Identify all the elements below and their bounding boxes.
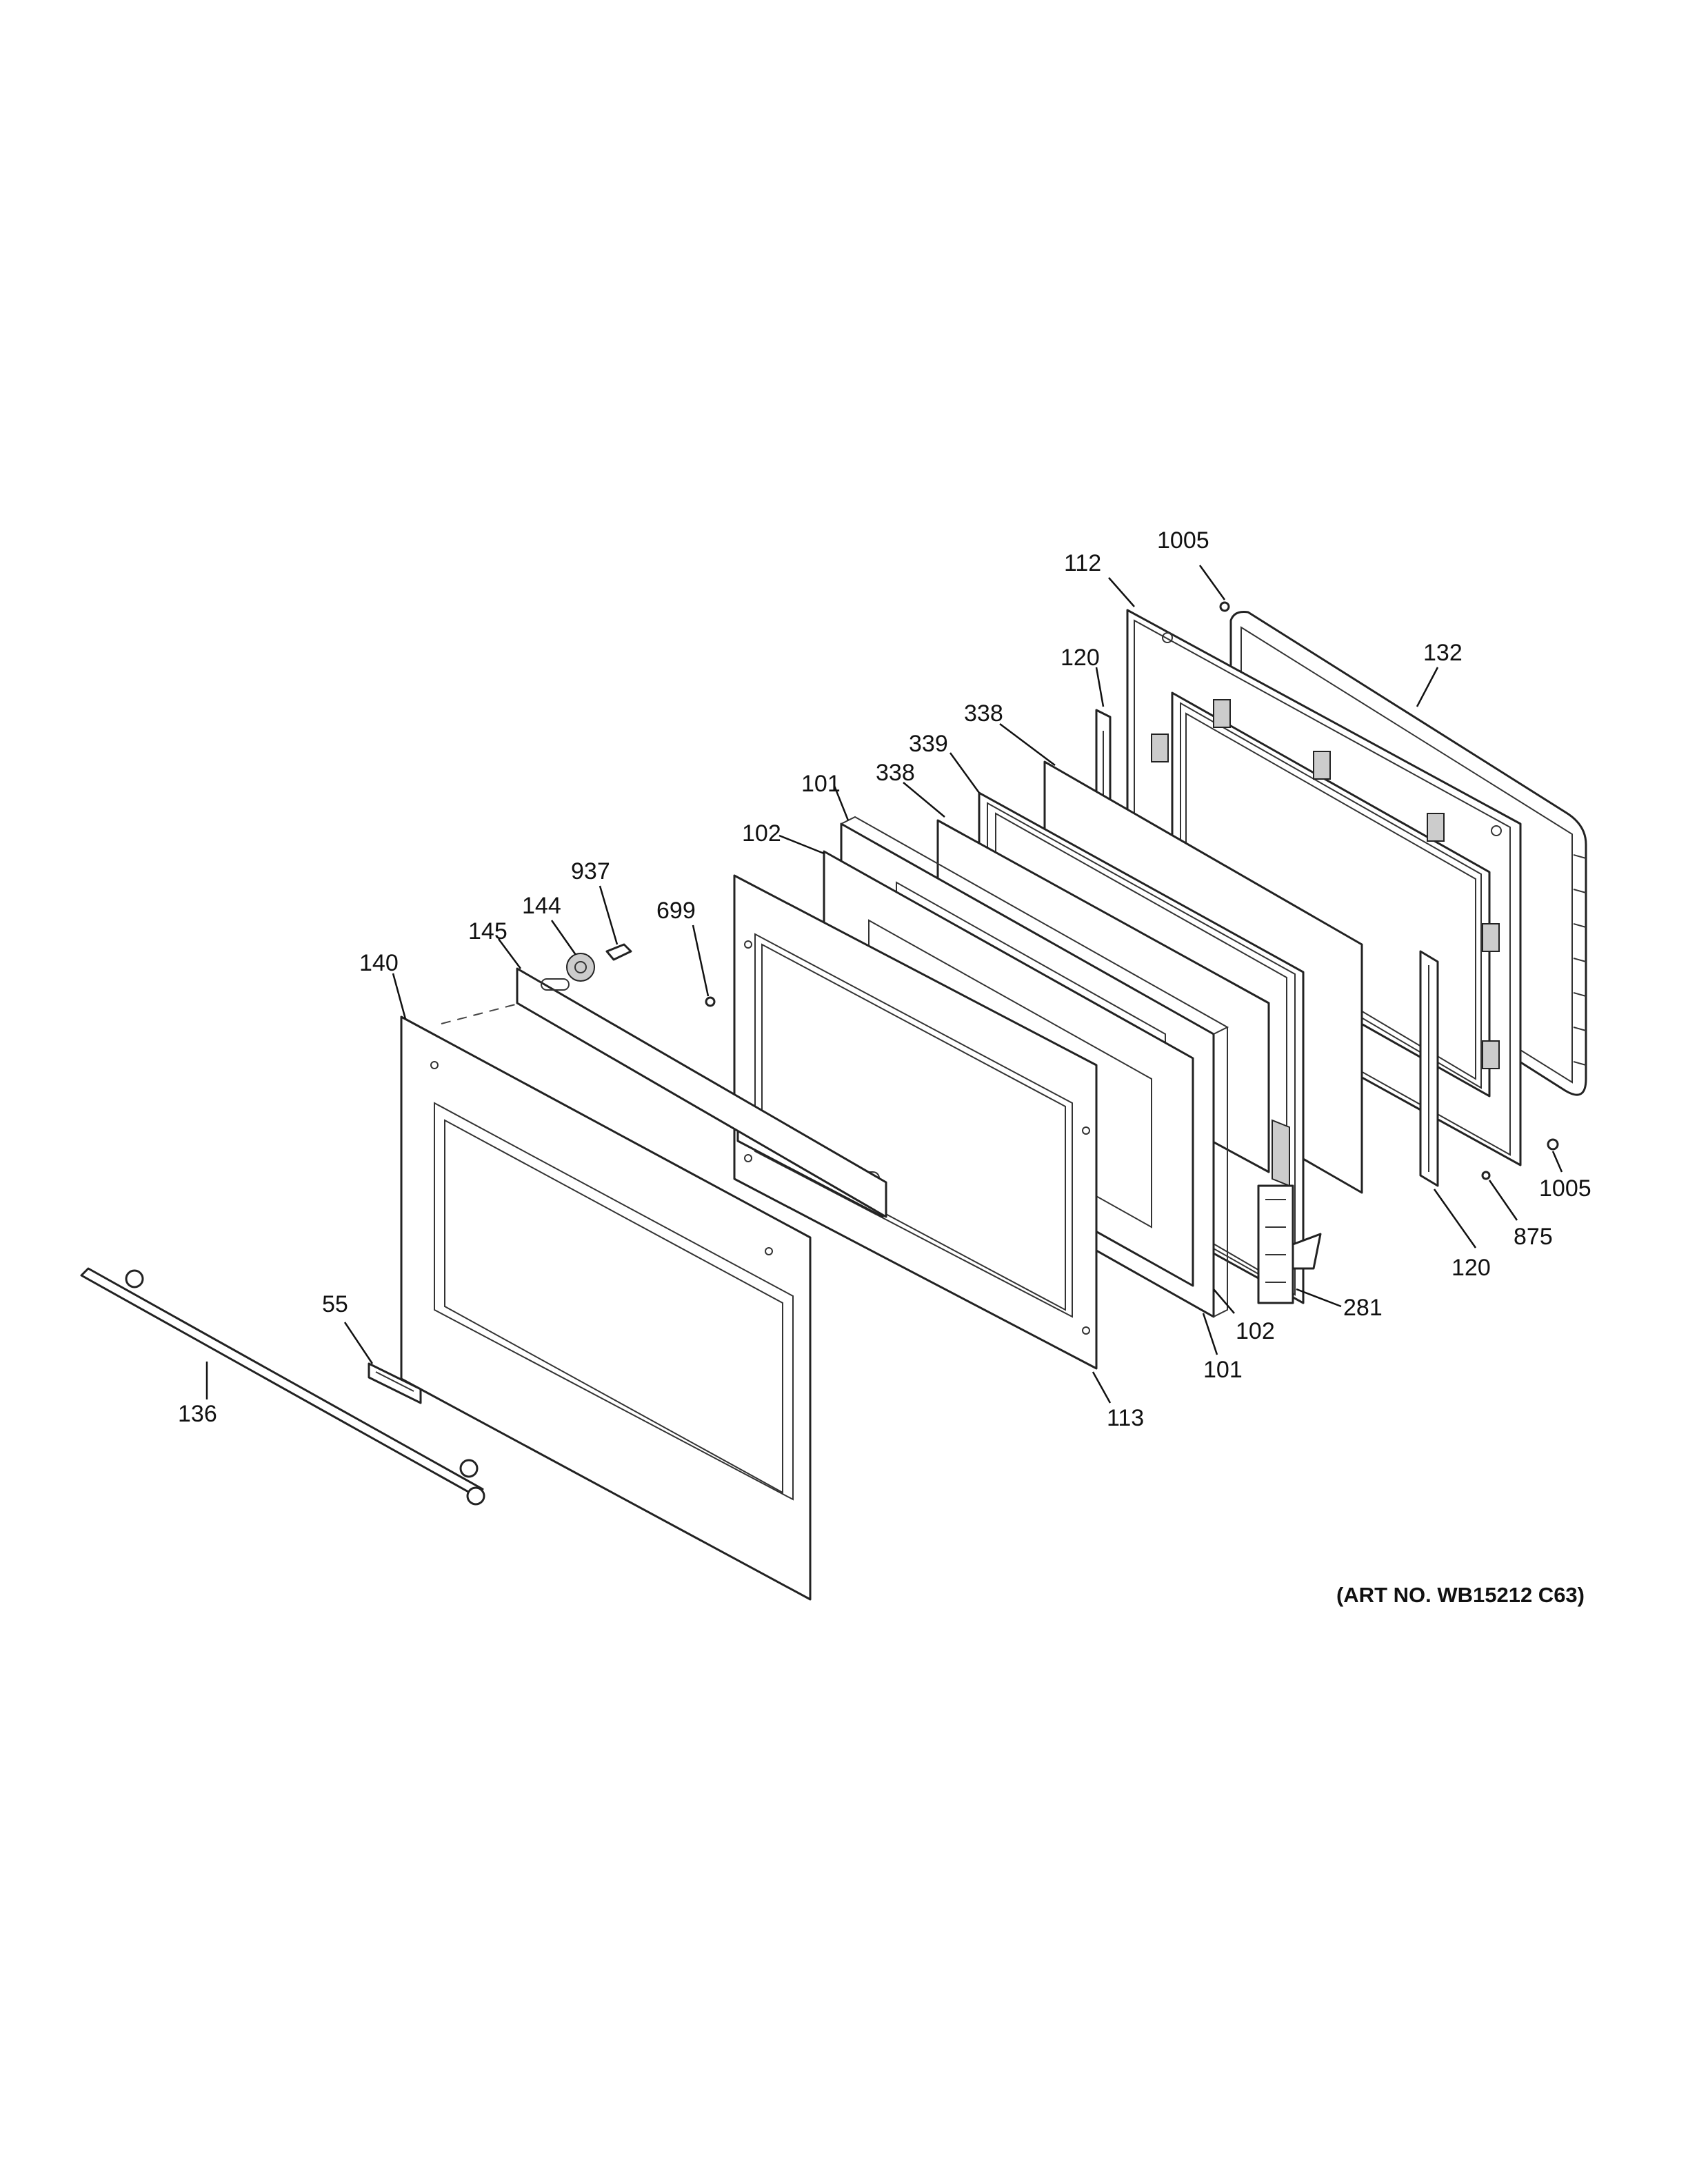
part-699-screw [705, 996, 716, 1007]
callout-136: 136 [178, 1401, 217, 1427]
callout-101-top: 101 [801, 771, 841, 797]
callout-281: 281 [1343, 1295, 1383, 1321]
callout-132: 132 [1423, 640, 1463, 666]
callout-145: 145 [468, 918, 508, 944]
leader-lines [205, 565, 1563, 1404]
part-1005-screw-bottom [1547, 1138, 1559, 1151]
callout-labels: 1005 112 132 120 338 339 338 101 102 937… [178, 527, 1591, 1431]
callout-338-top: 338 [964, 700, 1003, 727]
art-number: (ART NO. WB15212 C63) [1336, 1583, 1585, 1607]
callout-1005-top: 1005 [1157, 527, 1209, 554]
callout-144: 144 [522, 893, 561, 919]
callout-120-top: 120 [1061, 645, 1100, 671]
part-55-nameplate [368, 1362, 422, 1404]
part-140-outer-door [400, 1015, 812, 1601]
part-1005-screw-top [1219, 601, 1230, 612]
callout-875: 875 [1514, 1224, 1553, 1250]
part-136-handle-bar [80, 1267, 485, 1506]
part-875-screw [1481, 1171, 1491, 1180]
callout-699: 699 [656, 898, 696, 924]
callout-113: 113 [1107, 1405, 1144, 1431]
part-281-hinge [1257, 1119, 1322, 1304]
callout-102-top: 102 [742, 820, 781, 847]
callout-140: 140 [359, 950, 399, 976]
callout-1005-bottom: 1005 [1539, 1175, 1591, 1202]
callout-102-bottom: 102 [1236, 1318, 1275, 1344]
callout-112: 112 [1064, 550, 1101, 576]
callout-937: 937 [571, 858, 610, 884]
callout-338-middle: 338 [876, 760, 915, 786]
callout-339: 339 [909, 731, 948, 757]
part-145-handle-bracket [516, 967, 887, 1218]
alignment-line-140-145 [441, 1002, 521, 1024]
callout-55: 55 [322, 1291, 348, 1317]
part-120-hinge-channel-right [1419, 950, 1439, 1187]
callout-101-bottom: 101 [1203, 1357, 1243, 1383]
callout-120-bottom: 120 [1451, 1255, 1491, 1281]
part-144-knob [566, 953, 595, 982]
part-937-screw [605, 943, 632, 961]
